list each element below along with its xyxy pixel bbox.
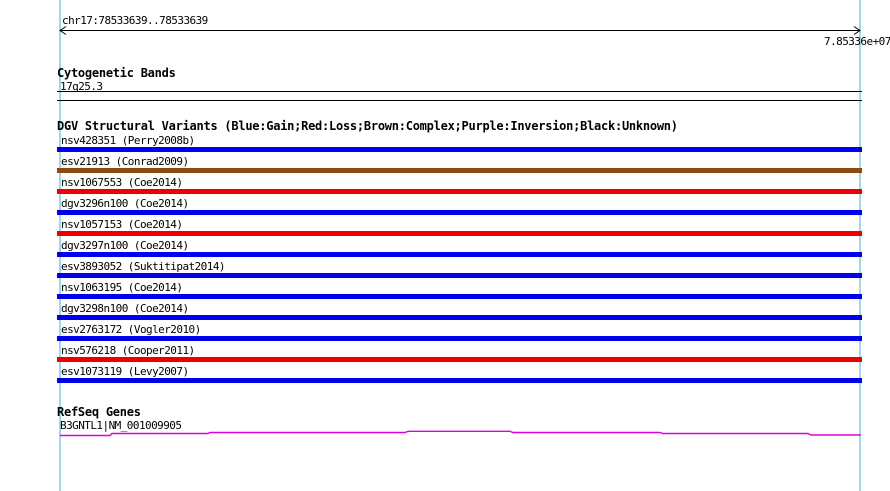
- dgv-variant-label: dgv3297n100 (Coe2014): [61, 239, 189, 252]
- dgv-variant-row: esv3893052 (Suktitipat2014): [57, 260, 862, 281]
- dgv-variant-bar[interactable]: [57, 189, 862, 194]
- dgv-variant-bar[interactable]: [57, 315, 862, 320]
- dgv-variant-row: esv21913 (Conrad2009): [57, 155, 862, 176]
- dgv-variant-label: esv21913 (Conrad2009): [61, 155, 189, 168]
- arrow-left-icon: [59, 26, 67, 35]
- dgv-variant-label: nsv1067553 (Coe2014): [61, 176, 183, 189]
- dgv-variant-bar[interactable]: [57, 273, 862, 278]
- dgv-variant-bar[interactable]: [57, 231, 862, 236]
- dgv-variant-label: nsv428351 (Perry2008b): [61, 134, 195, 147]
- dgv-variant-bar[interactable]: [57, 168, 862, 173]
- dgv-variant-bar[interactable]: [57, 294, 862, 299]
- left-region-guide-line: [59, 0, 61, 491]
- dgv-variant-bar[interactable]: [57, 210, 862, 215]
- dgv-variant-label: dgv3296n100 (Coe2014): [61, 197, 189, 210]
- cytogenetic-bands-title: Cytogenetic Bands: [57, 66, 176, 80]
- region-coordinates-label: chr17:78533639..78533639: [62, 14, 208, 27]
- track-separator-line: [57, 100, 862, 101]
- dgv-variant-bar[interactable]: [57, 336, 862, 341]
- dgv-variant-label: esv3893052 (Suktitipat2014): [61, 260, 226, 273]
- dgv-track-rows: nsv428351 (Perry2008b) esv21913 (Conrad2…: [57, 134, 862, 386]
- refseq-gene-label[interactable]: B3GNTL1|NM_001009905: [60, 419, 182, 432]
- dgv-variant-row: dgv3296n100 (Coe2014): [57, 197, 862, 218]
- dgv-variant-bar[interactable]: [57, 357, 862, 362]
- dgv-variant-label: esv1073119 (Levy2007): [61, 365, 189, 378]
- region-end-position-label: 7.85336e+07: [824, 35, 890, 48]
- dgv-variant-label: nsv576218 (Cooper2011): [61, 344, 195, 357]
- dgv-variant-label: esv2763172 (Vogler2010): [61, 323, 201, 336]
- dgv-variant-bar[interactable]: [57, 147, 862, 152]
- dgv-variant-row: dgv3297n100 (Coe2014): [57, 239, 862, 260]
- dgv-variant-row: nsv1063195 (Coe2014): [57, 281, 862, 302]
- dgv-variant-bar[interactable]: [57, 252, 862, 257]
- refseq-genes-title: RefSeq Genes: [57, 405, 141, 419]
- dgv-variant-row: nsv428351 (Perry2008b): [57, 134, 862, 155]
- dgv-variant-row: esv1073119 (Levy2007): [57, 365, 862, 386]
- dgv-variant-row: nsv1067553 (Coe2014): [57, 176, 862, 197]
- dgv-variant-row: dgv3298n100 (Coe2014): [57, 302, 862, 323]
- right-region-guide-line: [859, 0, 861, 491]
- dgv-variant-label: dgv3298n100 (Coe2014): [61, 302, 189, 315]
- dgv-variant-row: esv2763172 (Vogler2010): [57, 323, 862, 344]
- cytogenetic-band-label[interactable]: 17q25.3: [60, 80, 103, 93]
- track-separator-line: [57, 91, 862, 92]
- dgv-variant-row: nsv576218 (Cooper2011): [57, 344, 862, 365]
- dgv-variant-bar[interactable]: [57, 378, 862, 383]
- dgv-variant-row: nsv1057153 (Coe2014): [57, 218, 862, 239]
- dgv-variant-label: nsv1057153 (Coe2014): [61, 218, 183, 231]
- dgv-track-title: DGV Structural Variants (Blue:Gain;Red:L…: [57, 119, 678, 133]
- refseq-gene-line[interactable]: [57, 428, 862, 440]
- ruler-double-arrow: [59, 26, 861, 35]
- dgv-variant-label: nsv1063195 (Coe2014): [61, 281, 183, 294]
- arrow-right-icon: [853, 26, 861, 35]
